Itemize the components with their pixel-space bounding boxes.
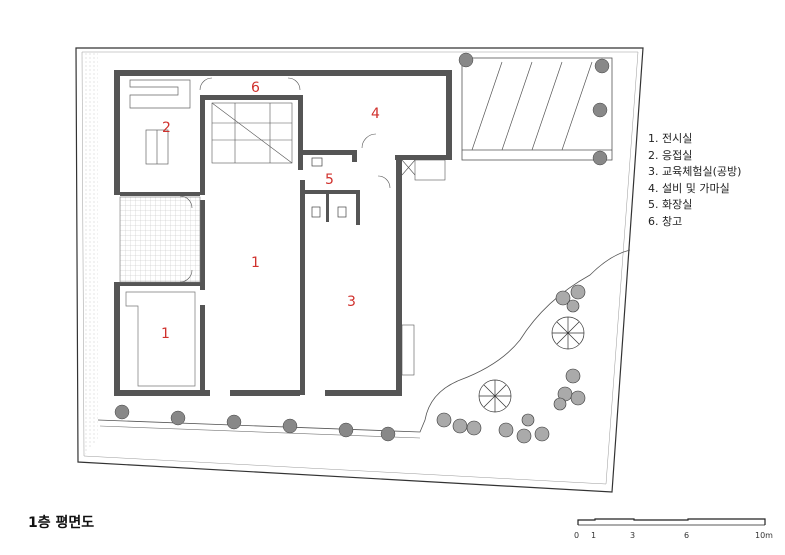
reception-furniture bbox=[129, 79, 191, 165]
garden-shrubs bbox=[436, 284, 586, 444]
room-number-education: 3 bbox=[347, 294, 356, 310]
room-number-toilet: 5 bbox=[325, 172, 334, 188]
site-boundary bbox=[75, 47, 644, 493]
exhibit-display bbox=[125, 291, 196, 387]
room-number-reception: 2 bbox=[162, 120, 171, 136]
room-number-kiln: 4 bbox=[371, 106, 380, 122]
legend-item: 6. 창고 bbox=[648, 214, 683, 228]
legend-item: 1. 전시실 bbox=[648, 132, 693, 145]
room-legend: 1. 전시실 2. 응접실 3. 교육체험실(공방) 4. 설비 및 가마실 5… bbox=[648, 131, 741, 230]
toilet-fixtures bbox=[311, 157, 347, 218]
building-walls bbox=[114, 70, 452, 396]
doors bbox=[179, 77, 446, 376]
trees-right bbox=[458, 52, 610, 166]
scale-bar: 0 1 3 6 10m bbox=[574, 518, 773, 540]
stair bbox=[211, 102, 293, 164]
legend-item: 4. 설비 및 가마실 bbox=[648, 181, 730, 195]
room-number-exhibit-center: 1 bbox=[251, 255, 260, 271]
courtyard bbox=[119, 196, 201, 283]
plan-title: 1층 평면도 bbox=[28, 515, 95, 531]
legend-item: 2. 응접실 bbox=[648, 148, 693, 162]
legend-item: 3. 교육체험실(공방) bbox=[648, 165, 742, 178]
scale-tick-6: 6 bbox=[684, 531, 689, 540]
garden-trees-large bbox=[478, 316, 585, 413]
room-number-storage: 6 bbox=[251, 80, 260, 96]
legend-item: 5. 화장실 bbox=[648, 198, 693, 211]
scale-tick-1: 1 bbox=[591, 531, 596, 540]
trees-bottom bbox=[114, 404, 396, 442]
scale-tick-3: 3 bbox=[630, 531, 635, 540]
parking-area bbox=[461, 57, 613, 161]
scale-tick-10m: 10m bbox=[755, 531, 773, 540]
room-number-exhibit-left: 1 bbox=[161, 326, 170, 342]
garden-edge bbox=[97, 249, 631, 433]
scale-tick-0: 0 bbox=[574, 531, 579, 540]
